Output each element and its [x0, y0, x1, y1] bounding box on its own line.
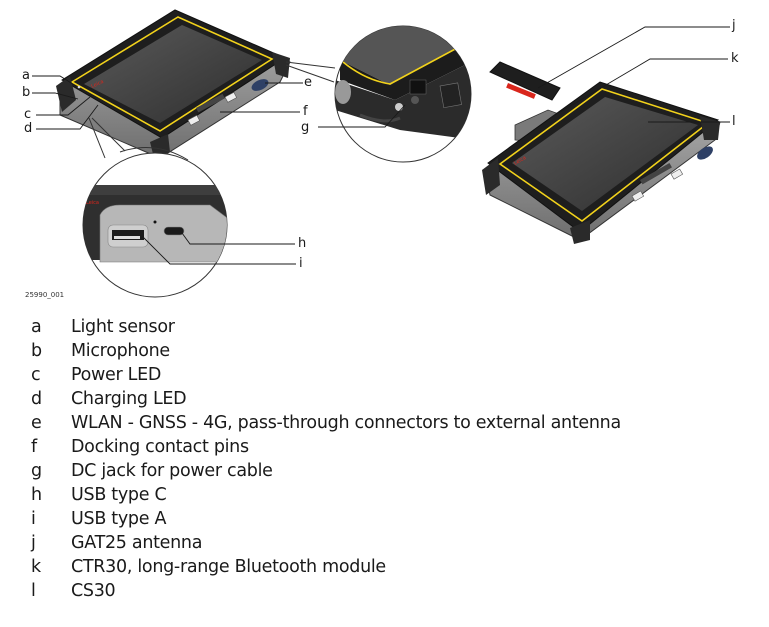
usb-type-c-port	[163, 226, 185, 236]
legend-key: f	[31, 437, 37, 457]
legend-item: j GAT25 antenna	[31, 531, 621, 555]
legend-text: Power LED	[71, 365, 162, 385]
callout-e: e	[304, 75, 312, 90]
callout-i: i	[299, 256, 303, 271]
legend-key: e	[31, 413, 42, 433]
legend-item: c Power LED	[31, 363, 621, 387]
legend-item: l CS30	[31, 579, 621, 603]
legend-text: GAT25 antenna	[71, 533, 203, 553]
callout-l: l	[732, 114, 736, 129]
antenna-port	[251, 79, 269, 91]
callout-k: k	[731, 51, 739, 66]
legend-key: c	[31, 365, 41, 385]
magnifier-side-ports	[334, 25, 472, 163]
legend-item: i USB type A	[31, 507, 621, 531]
legend-item: f Docking contact pins	[31, 435, 621, 459]
docking-pins	[196, 93, 225, 113]
legend-key: j	[31, 533, 36, 553]
legend-item: b Microphone	[31, 339, 621, 363]
magnifier-leaders	[88, 61, 336, 161]
light-sensor	[77, 85, 81, 89]
legend-text: USB type C	[71, 485, 167, 505]
legend-text: Microphone	[71, 341, 170, 361]
gat25-antenna	[489, 61, 561, 101]
device-illustration: Leica	[0, 0, 769, 305]
legend-key: b	[31, 341, 42, 361]
callout-d: d	[24, 121, 33, 136]
legend-text: WLAN - GNSS - 4G, pass-through connector…	[71, 413, 621, 433]
legend-key: k	[31, 557, 41, 577]
callout-h: h	[298, 236, 307, 251]
legend-item: a Light sensor	[31, 315, 621, 339]
legend-text: CS30	[71, 581, 116, 601]
svg-text:Leica: Leica	[513, 155, 527, 167]
legend-key: d	[31, 389, 42, 409]
callout-c: c	[24, 107, 32, 122]
callout-g: g	[301, 120, 310, 135]
legend-key: i	[31, 509, 36, 529]
figure-id: 25990_001	[25, 291, 65, 299]
legend-text: USB type A	[71, 509, 167, 529]
legend-key: g	[31, 461, 42, 481]
callout-leaders	[32, 26, 730, 265]
legend-text: CTR30, long-range Bluetooth module	[71, 557, 386, 577]
magnifier-usb-ports: Leica	[82, 152, 228, 298]
tablet-with-antenna-view: Leica	[482, 61, 721, 244]
legend-text: Charging LED	[71, 389, 187, 409]
leica-logo: Leica	[90, 79, 104, 90]
legend-item: d Charging LED	[31, 387, 621, 411]
legend-item: e WLAN - GNSS - 4G, pass-through connecto…	[31, 411, 621, 435]
legend-text: DC jack for power cable	[71, 461, 273, 481]
tablet-front-view: Leica	[56, 9, 291, 159]
legend-key: a	[31, 317, 42, 337]
callout-a: a	[22, 68, 30, 83]
callout-b: b	[22, 85, 31, 100]
legend-list: a Light sensor b Microphone c Power LED d Ch…	[31, 315, 621, 603]
legend-item: h USB type C	[31, 483, 621, 507]
legend-text: Docking contact pins	[71, 437, 249, 457]
legend-item: g DC jack for power cable	[31, 459, 621, 483]
legend-text: Light sensor	[71, 317, 175, 337]
callout-f: f	[303, 104, 308, 119]
yellow-bezel	[70, 16, 274, 132]
callout-j: j	[732, 18, 736, 33]
legend-item: k CTR30, long-range Bluetooth module	[31, 555, 621, 579]
screen	[84, 25, 262, 123]
illustration-svg: Leica	[32, 9, 730, 298]
legend-key: h	[31, 485, 42, 505]
svg-text:Leica: Leica	[86, 200, 99, 206]
usb-type-a-port	[112, 230, 144, 240]
legend-key: l	[31, 581, 36, 601]
